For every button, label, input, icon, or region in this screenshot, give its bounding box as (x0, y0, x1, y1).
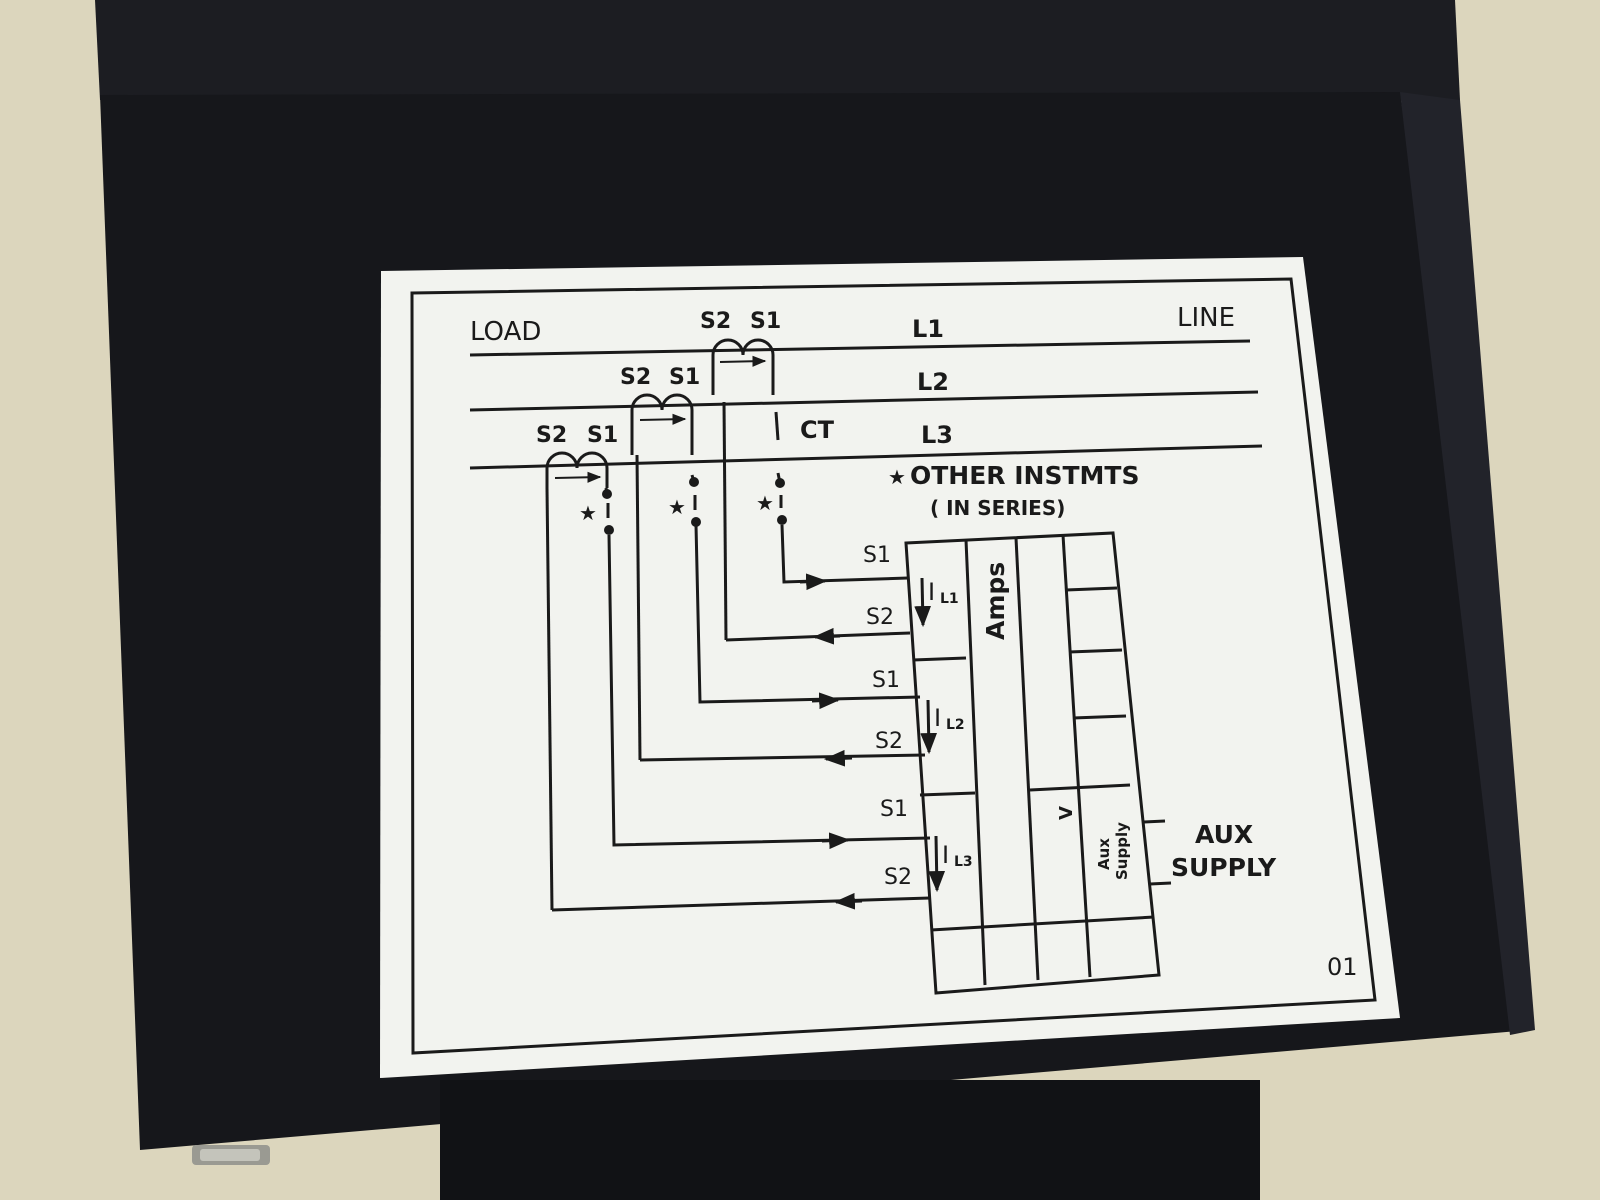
current-arrows (914, 577, 946, 893)
screw-icon (192, 1145, 270, 1165)
current-l3: I (942, 841, 949, 869)
current-l3-sub: L3 (954, 854, 973, 870)
current-l2-sub: L2 (946, 717, 965, 733)
ct-l1-s2-label: S2 (700, 309, 731, 334)
aux-label-line2: SUPPLY (1171, 853, 1277, 882)
ct-l3-arrow (554, 471, 602, 483)
ct-label: CT (800, 416, 835, 444)
ct-l2-s1-label: S1 (669, 365, 700, 390)
ct-l1-arrow (719, 355, 767, 367)
in-series-label: ( IN SERIES) (930, 496, 1065, 520)
enclosure-top (95, 0, 1460, 100)
load-label: LOAD (470, 317, 541, 347)
phase-line-l1 (469, 339, 1251, 357)
term-s1-l2: S1 (872, 668, 900, 693)
phase-line-l2 (469, 390, 1259, 412)
ct-l2-s2-label: S2 (620, 365, 651, 390)
line-label: LINE (1177, 303, 1235, 333)
phase-line-l3 (469, 444, 1263, 470)
term-s1-l1: S1 (863, 543, 891, 568)
term-s2-l2: S2 (875, 729, 903, 754)
ct-l3-coil (545, 451, 609, 488)
ct-l3-s2-label: S2 (536, 423, 567, 448)
meter-block (904, 531, 1161, 995)
ct-l2-arrow (639, 413, 687, 425)
enclosure-sheen (1400, 92, 1535, 1035)
ct-l3-s1-label: S1 (587, 423, 618, 448)
ct-l3: S2 S1 (536, 423, 618, 488)
series-star-1: ★ (756, 491, 774, 515)
series-star-2: ★ (668, 495, 686, 519)
term-s2-l3: S2 (884, 865, 912, 890)
other-instruments-label: OTHER INSTMTS (910, 461, 1139, 490)
phase-label-l1: L1 (912, 315, 944, 343)
aux-terminals (1143, 819, 1172, 886)
series-star-3: ★ (579, 501, 597, 525)
aux-label-line1: AUX (1195, 820, 1253, 849)
connector-block (440, 1080, 1260, 1200)
wire-arrows (799, 573, 863, 910)
term-s2-l1: S2 (866, 605, 894, 630)
amps-label: Amps (981, 562, 1010, 640)
phase-label-l3: L3 (921, 421, 953, 449)
ct-l1-coil (711, 338, 775, 395)
current-l1-sub: L1 (940, 591, 959, 607)
ct-l1: S2 S1 (700, 309, 781, 395)
term-s1-l3: S1 (880, 797, 908, 822)
current-l1: I (928, 578, 935, 606)
ct-leads (545, 401, 782, 911)
series-gaps (606, 495, 783, 518)
ct-l2-coil (630, 393, 694, 455)
label-border (410, 277, 1377, 1055)
other-instruments-star: ★ (888, 465, 906, 489)
revision-code: 01 (1327, 953, 1358, 981)
aux-supply-line2: Supply (1113, 822, 1131, 880)
aux-supply-line1: Aux (1095, 838, 1113, 870)
current-l2: I (934, 704, 941, 732)
junctions (602, 477, 787, 535)
ct-l2: S2 S1 (620, 365, 700, 455)
phase-label-l2: L2 (917, 368, 949, 396)
ct-l1-s1-label: S1 (750, 309, 781, 334)
voltage-label: V (1056, 806, 1077, 820)
